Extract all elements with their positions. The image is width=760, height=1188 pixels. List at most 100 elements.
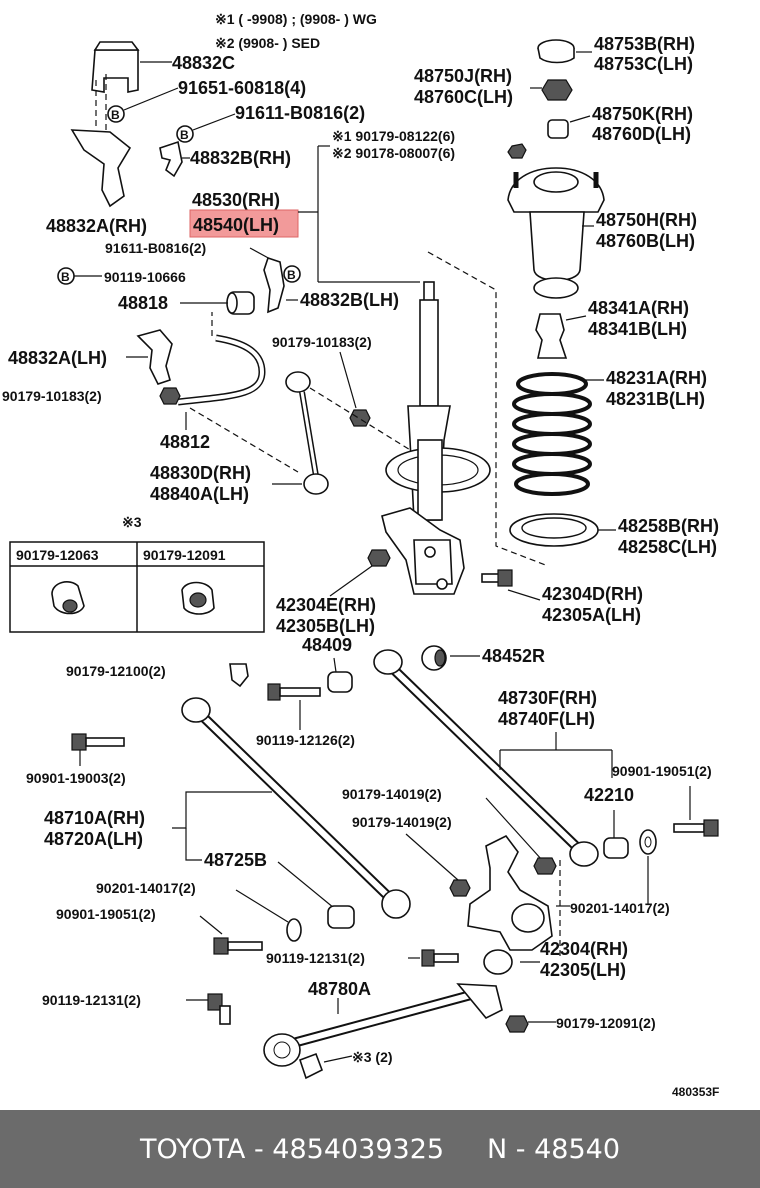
- label-48760d: 48760D(LH): [592, 124, 691, 144]
- label-90179-10183-b: 90179-10183(2): [272, 334, 372, 350]
- label-90179-14019-b: 90179-14019(2): [352, 814, 452, 830]
- footer-part-number: 4854039325: [272, 1133, 445, 1165]
- bracket-48832a-rh: [70, 129, 132, 208]
- label-48832a-rh: 48832A(RH): [46, 216, 147, 236]
- bushing-48725b: [327, 905, 355, 929]
- label-48725b: 48725B: [204, 850, 267, 870]
- label-90119-10666: 90119-10666: [104, 269, 186, 285]
- label-48740f: 48740F(LH): [498, 709, 595, 729]
- bolt-90119-12131-a: [421, 949, 459, 967]
- parts-diagram: ※1 ( -9908) ; (9908- ) WG ※2 (9908- ) SE…: [2, 11, 719, 1099]
- footer-part-code: 48540: [534, 1133, 621, 1165]
- nut-42304e: [367, 549, 391, 567]
- label-90901-19003: 90901-19003(2): [26, 770, 126, 786]
- bolt-90119-12131-b: [207, 993, 231, 1025]
- label-90179-10183-a: 90179-10183(2): [2, 388, 102, 404]
- label-48832c: 48832C: [172, 53, 235, 73]
- bolt-mark: B: [287, 268, 296, 282]
- footer-prefix: N: [487, 1133, 508, 1165]
- label-48780a: 48780A: [308, 979, 371, 999]
- shock-absorber-48540: [381, 281, 491, 595]
- stabilizer-bracket-48832c: [91, 41, 140, 93]
- footer-sep-1: -: [245, 1133, 273, 1165]
- bolt-mark: B: [61, 270, 70, 284]
- label-48750j: 48750J(RH): [414, 66, 512, 86]
- label-48409: 48409: [302, 635, 352, 655]
- bracket-48832b-lh: [263, 256, 285, 314]
- label-48710a: 48710A(RH): [44, 808, 145, 828]
- label-90119-12131-b: 90119-12131(2): [42, 992, 141, 1008]
- arm-48730f: [373, 649, 599, 867]
- inset-col2-label: 90179-12091: [143, 547, 226, 563]
- label-42210: 42210: [584, 785, 634, 805]
- label-90179-08122: ※1 90179-08122(6): [332, 128, 455, 144]
- inset-table: [9, 541, 265, 633]
- label-90178-08007: ※2 90178-08007(6): [332, 145, 455, 161]
- label-48530: 48530(RH): [192, 190, 280, 210]
- footer-gap: [444, 1134, 487, 1165]
- label-42305a: 42305A(LH): [542, 605, 641, 625]
- stabilizer-link-48830d: [285, 371, 329, 495]
- nut-48750j: [541, 79, 573, 101]
- bushing-42210: [603, 837, 629, 859]
- inset-note: ※3: [122, 514, 142, 530]
- nut-90179-10183-a: [159, 387, 181, 405]
- label-48818: 48818: [118, 293, 168, 313]
- label-48540: 48540(LH): [193, 215, 279, 235]
- label-90179-12100: 90179-12100(2): [66, 663, 166, 679]
- mount-cap-48753b: [537, 39, 575, 64]
- label-48258b: 48258B(RH): [618, 516, 719, 536]
- bushing-48818: [226, 291, 255, 315]
- label-90201-14017-b: 90201-14017(2): [570, 900, 670, 916]
- bolt-42304d: [481, 569, 513, 587]
- coil-spring-48231a: [512, 372, 592, 496]
- bolt-90901-19051-a: [673, 819, 719, 837]
- nut-icon: [507, 143, 527, 159]
- nut-90179-12100: [229, 663, 249, 688]
- label-90119-12131-a: 90119-12131(2): [266, 950, 365, 966]
- label-48760c: 48760C(LH): [414, 87, 513, 107]
- label-48832b-lh: 48832B(LH): [300, 290, 399, 310]
- bolt-mark: B: [111, 108, 120, 122]
- label-48258c: 48258C(LH): [618, 537, 717, 557]
- label-91651: 91651-60818(4): [178, 78, 306, 98]
- label-42304d: 42304D(RH): [542, 584, 643, 604]
- label-90201-14017-a: 90201-14017(2): [96, 880, 196, 896]
- arm-48710a: [181, 697, 411, 919]
- label-90179-14019-a: 90179-14019(2): [342, 786, 442, 802]
- bracket-48832a-lh: [136, 329, 173, 385]
- highlight-48540: [189, 209, 299, 238]
- nut-90179-14019-a: [533, 857, 557, 875]
- label-48452r: 48452R: [482, 646, 545, 666]
- nut-90179-14019-b: [449, 879, 471, 897]
- label-48750k: 48750K(RH): [592, 104, 693, 124]
- label-91611-a: 91611-B0816(2): [235, 103, 365, 123]
- note-1: ※1 ( -9908) ; (9908- ) WG: [215, 11, 377, 27]
- label-48840a: 48840A(LH): [150, 484, 249, 504]
- label-42304e: 42304E(RH): [276, 595, 376, 615]
- label-48720a: 48720A(LH): [44, 829, 143, 849]
- label-48832b-rh: 48832B(RH): [190, 148, 291, 168]
- label-48341b: 48341B(LH): [588, 319, 687, 339]
- label-90179-12091: 90179-12091(2): [556, 1015, 656, 1031]
- bolt-mark: B: [180, 128, 189, 142]
- nut-90179-12091: [505, 1015, 529, 1033]
- bushing-48452r: [421, 645, 447, 671]
- label-48830d: 48830D(RH): [150, 463, 251, 483]
- bump-stopper-48341a: [535, 313, 568, 359]
- footer-bar: TOYOTA - 4854039325 N - 48540: [0, 1110, 760, 1188]
- label-x3-2: ※3 (2): [352, 1049, 393, 1065]
- bolt-90119-12126: [267, 683, 321, 701]
- label-91611-b: 91611-B0816(2): [105, 240, 206, 256]
- label-48231b: 48231B(LH): [606, 389, 705, 409]
- bushing-48409: [327, 671, 353, 693]
- footer-brand: TOYOTA: [139, 1133, 246, 1165]
- knuckle-42304: [467, 834, 553, 975]
- label-48730f: 48730F(RH): [498, 688, 597, 708]
- label-90119-12126: 90119-12126(2): [256, 732, 355, 748]
- label-48231a: 48231A(RH): [606, 368, 707, 388]
- label-42305: 42305(LH): [540, 960, 626, 980]
- label-90901-19051-b: 90901-19051(2): [56, 906, 156, 922]
- label-90901-19051-a: 90901-19051(2): [612, 763, 712, 779]
- spring-seat-48258b: [509, 513, 599, 547]
